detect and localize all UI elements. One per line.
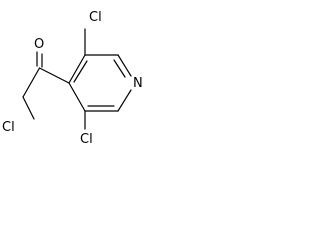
ring-bond-n-c6 <box>117 89 132 112</box>
atom-label-oxygen: O <box>34 37 44 52</box>
bond-methylene-chlorine <box>22 96 35 120</box>
atom-label-chlorine-left: Cl <box>2 120 15 135</box>
ring-bond-c2-n <box>117 54 132 77</box>
atom-label-chlorine-top: Cl <box>89 10 102 25</box>
bond-lines <box>22 28 132 130</box>
ring-bond-c5-c4 <box>68 82 86 112</box>
atom-labels: Cl O N Cl Cl <box>2 10 143 147</box>
molecule-drawing: Cl O N Cl Cl <box>2 10 143 147</box>
structure-diagram: Cl O N Cl Cl <box>0 0 156 155</box>
ring-bond-c4-c3 <box>68 54 86 84</box>
ring-bond-c2-n-inner <box>113 59 126 78</box>
atom-label-chlorine-bottom: Cl <box>80 132 93 147</box>
ring-bond-c4-c3-inner <box>73 60 88 83</box>
bond-carbonyl-ring <box>38 67 70 84</box>
atom-label-nitrogen: N <box>133 76 143 91</box>
bond-carbonyl-methylene <box>22 67 41 98</box>
